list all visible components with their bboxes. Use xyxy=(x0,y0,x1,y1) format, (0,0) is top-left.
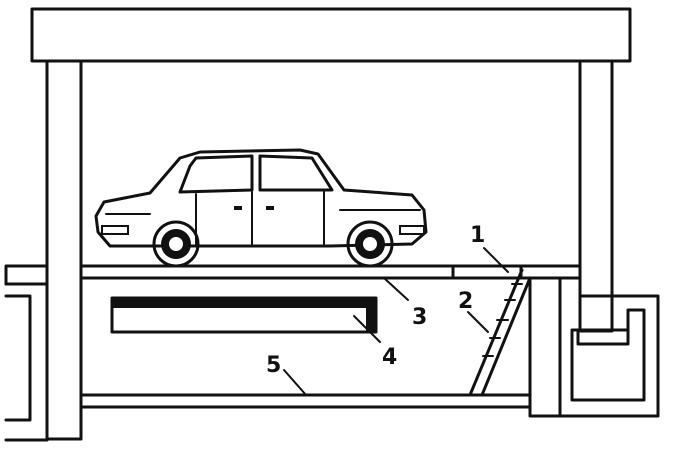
right-column xyxy=(578,59,614,333)
leader-line-1 xyxy=(483,247,509,273)
callout-5: 5 xyxy=(266,353,281,378)
left-outer-foundation xyxy=(4,282,49,442)
right-foundation xyxy=(558,276,660,418)
ladder xyxy=(468,268,532,397)
left-wall xyxy=(45,59,83,441)
left-ground-strip xyxy=(4,264,49,286)
pit-hatch-opening xyxy=(451,264,523,280)
leader-line-2 xyxy=(467,311,489,333)
leader-line-4 xyxy=(353,315,381,343)
leader-line-5 xyxy=(283,369,307,396)
roof-slab xyxy=(30,7,632,63)
floor-slab-right xyxy=(519,264,582,280)
car xyxy=(94,148,428,268)
floor-slab xyxy=(79,264,455,280)
callout-2: 2 xyxy=(458,289,473,314)
right-drain-cap xyxy=(576,328,630,346)
leader-line-3 xyxy=(383,277,409,301)
pit-floor xyxy=(79,393,532,409)
pit-right-wall xyxy=(528,276,562,418)
shelf-beam-top xyxy=(111,297,377,308)
shelf-beam-end-shadow xyxy=(366,307,376,332)
left-cavity xyxy=(4,294,32,422)
callout-3: 3 xyxy=(412,305,427,330)
callout-4: 4 xyxy=(382,345,397,370)
right-foundation-cavity xyxy=(570,308,646,402)
callout-1: 1 xyxy=(470,223,485,248)
